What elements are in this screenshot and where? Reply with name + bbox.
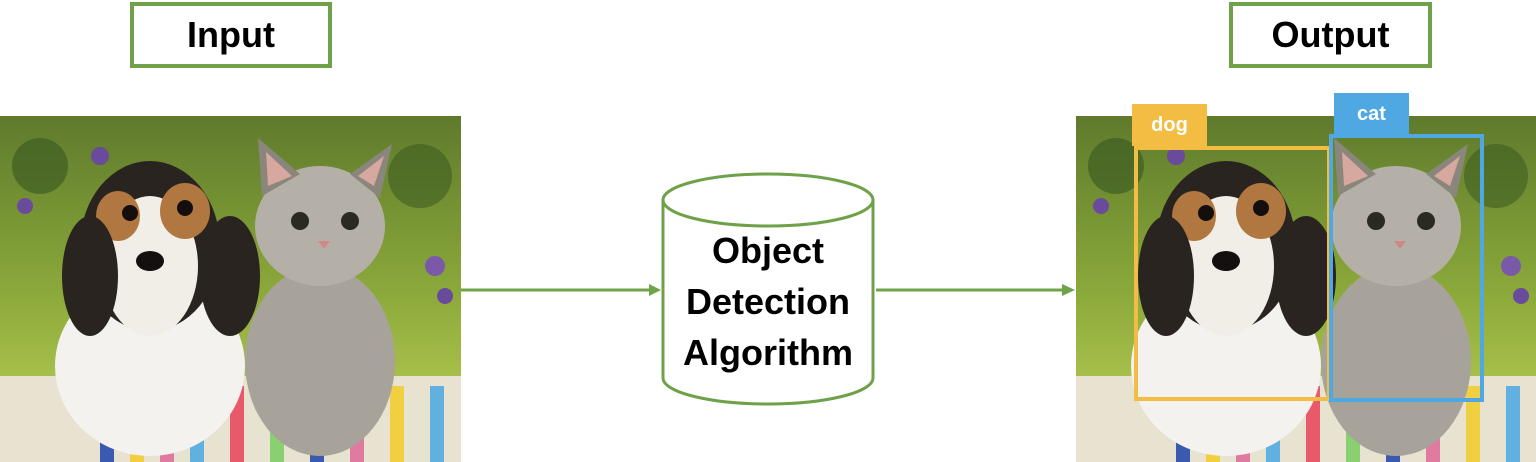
output-label: Output (1229, 2, 1432, 68)
cat-label-tag: cat (1334, 93, 1409, 135)
dog-bounding-box (1134, 146, 1331, 401)
dog-label-tag: dog (1132, 104, 1207, 146)
cat-bounding-box (1329, 134, 1484, 402)
input-image (0, 116, 461, 462)
algorithm-line-1: Object (711, 230, 825, 271)
input-label: Input (130, 2, 332, 68)
algorithm-line-3: Algorithm (683, 332, 853, 373)
arrow-input-to-algorithm (461, 284, 661, 296)
algorithm-label: Object Detection Algorithm (660, 225, 876, 378)
algorithm-line-2: Detection (685, 281, 851, 322)
arrow-algorithm-to-output (876, 284, 1075, 296)
output-image (1076, 116, 1536, 462)
algorithm-cylinder (661, 172, 875, 406)
